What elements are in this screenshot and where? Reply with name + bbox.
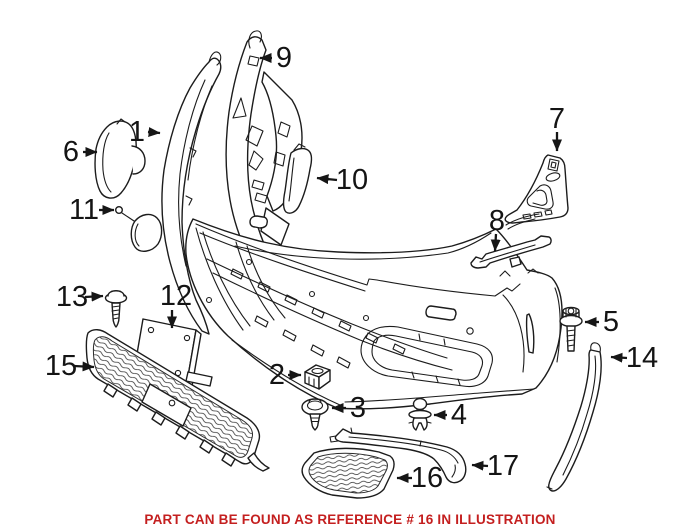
callout-10: 10 bbox=[316, 164, 368, 196]
part-number-label-10: 10 bbox=[336, 164, 368, 196]
part-drawing-tow-hook-cap-11 bbox=[114, 205, 163, 252]
part-number-label-5: 5 bbox=[603, 306, 619, 338]
callout-6: 6 bbox=[63, 136, 98, 168]
callout-16: 16 bbox=[396, 462, 443, 494]
leader-arrow-1 bbox=[147, 127, 161, 138]
part-drawing-bracket-10 bbox=[282, 143, 313, 214]
callout-11: 11 bbox=[69, 194, 115, 226]
callout-9: 9 bbox=[259, 42, 292, 74]
part-drawing-washer-cover-6 bbox=[94, 118, 146, 199]
callout-7: 7 bbox=[549, 103, 565, 152]
part-number-label-6: 6 bbox=[63, 136, 79, 168]
part-number-label-14: 14 bbox=[626, 342, 658, 374]
callout-8: 8 bbox=[489, 205, 505, 252]
leader-arrow-17 bbox=[471, 460, 489, 471]
part-drawing-center-grille-15 bbox=[85, 329, 270, 472]
part-drawing-expansion-nut-2 bbox=[304, 364, 331, 390]
part-number-label-11: 11 bbox=[69, 194, 99, 226]
callout-2: 2 bbox=[269, 359, 302, 391]
part-drawing-bumper-shell-1 bbox=[161, 51, 222, 335]
leader-arrow-15 bbox=[73, 361, 95, 372]
leader-arrow-14 bbox=[610, 352, 628, 363]
part-number-label-13: 13 bbox=[56, 281, 88, 313]
part-number-label-7: 7 bbox=[549, 103, 565, 135]
leader-arrow-8 bbox=[490, 233, 501, 252]
part-number-label-3: 3 bbox=[350, 392, 366, 424]
leader-arrow-13 bbox=[84, 291, 104, 302]
part-number-label-1: 1 bbox=[129, 116, 145, 148]
reference-caption: PART CAN BE FOUND AS REFERENCE # 16 IN I… bbox=[144, 512, 555, 527]
part-drawing-screw-13 bbox=[104, 290, 128, 328]
part-number-label-17: 17 bbox=[487, 450, 519, 482]
part-drawing-screw-5 bbox=[559, 306, 583, 352]
part-drawing-trim-strip-17 bbox=[329, 427, 467, 484]
callout-17: 17 bbox=[471, 450, 519, 482]
callout-5: 5 bbox=[584, 306, 619, 338]
callout-13: 13 bbox=[56, 281, 104, 313]
part-number-label-8: 8 bbox=[489, 205, 505, 237]
callout-3: 3 bbox=[331, 392, 366, 424]
part-number-label-2: 2 bbox=[269, 359, 285, 391]
part-drawing-side-trim-14 bbox=[546, 342, 602, 492]
callout-14: 14 bbox=[610, 342, 658, 374]
leader-arrow-10 bbox=[316, 174, 338, 185]
part-number-label-12: 12 bbox=[160, 280, 192, 312]
part-number-label-9: 9 bbox=[276, 42, 292, 74]
grille-mesh bbox=[308, 452, 388, 494]
part-drawing-side-bracket-7 bbox=[504, 154, 569, 224]
callout-15: 15 bbox=[45, 350, 95, 382]
part-drawing-screw-3 bbox=[301, 398, 329, 431]
part-drawing-front-bumper-cover bbox=[185, 215, 563, 410]
part-number-label-4: 4 bbox=[451, 399, 467, 431]
part-number-label-16: 16 bbox=[411, 462, 443, 494]
part-number-label-15: 15 bbox=[45, 350, 77, 382]
part-drawing-support-strip-8 bbox=[470, 213, 552, 269]
callout-4: 4 bbox=[433, 399, 467, 431]
part-drawing-outer-grille-16 bbox=[301, 447, 395, 499]
callout-1: 1 bbox=[129, 116, 161, 148]
callout-12: 12 bbox=[160, 280, 192, 329]
part-drawing-rivet-4 bbox=[408, 397, 432, 431]
